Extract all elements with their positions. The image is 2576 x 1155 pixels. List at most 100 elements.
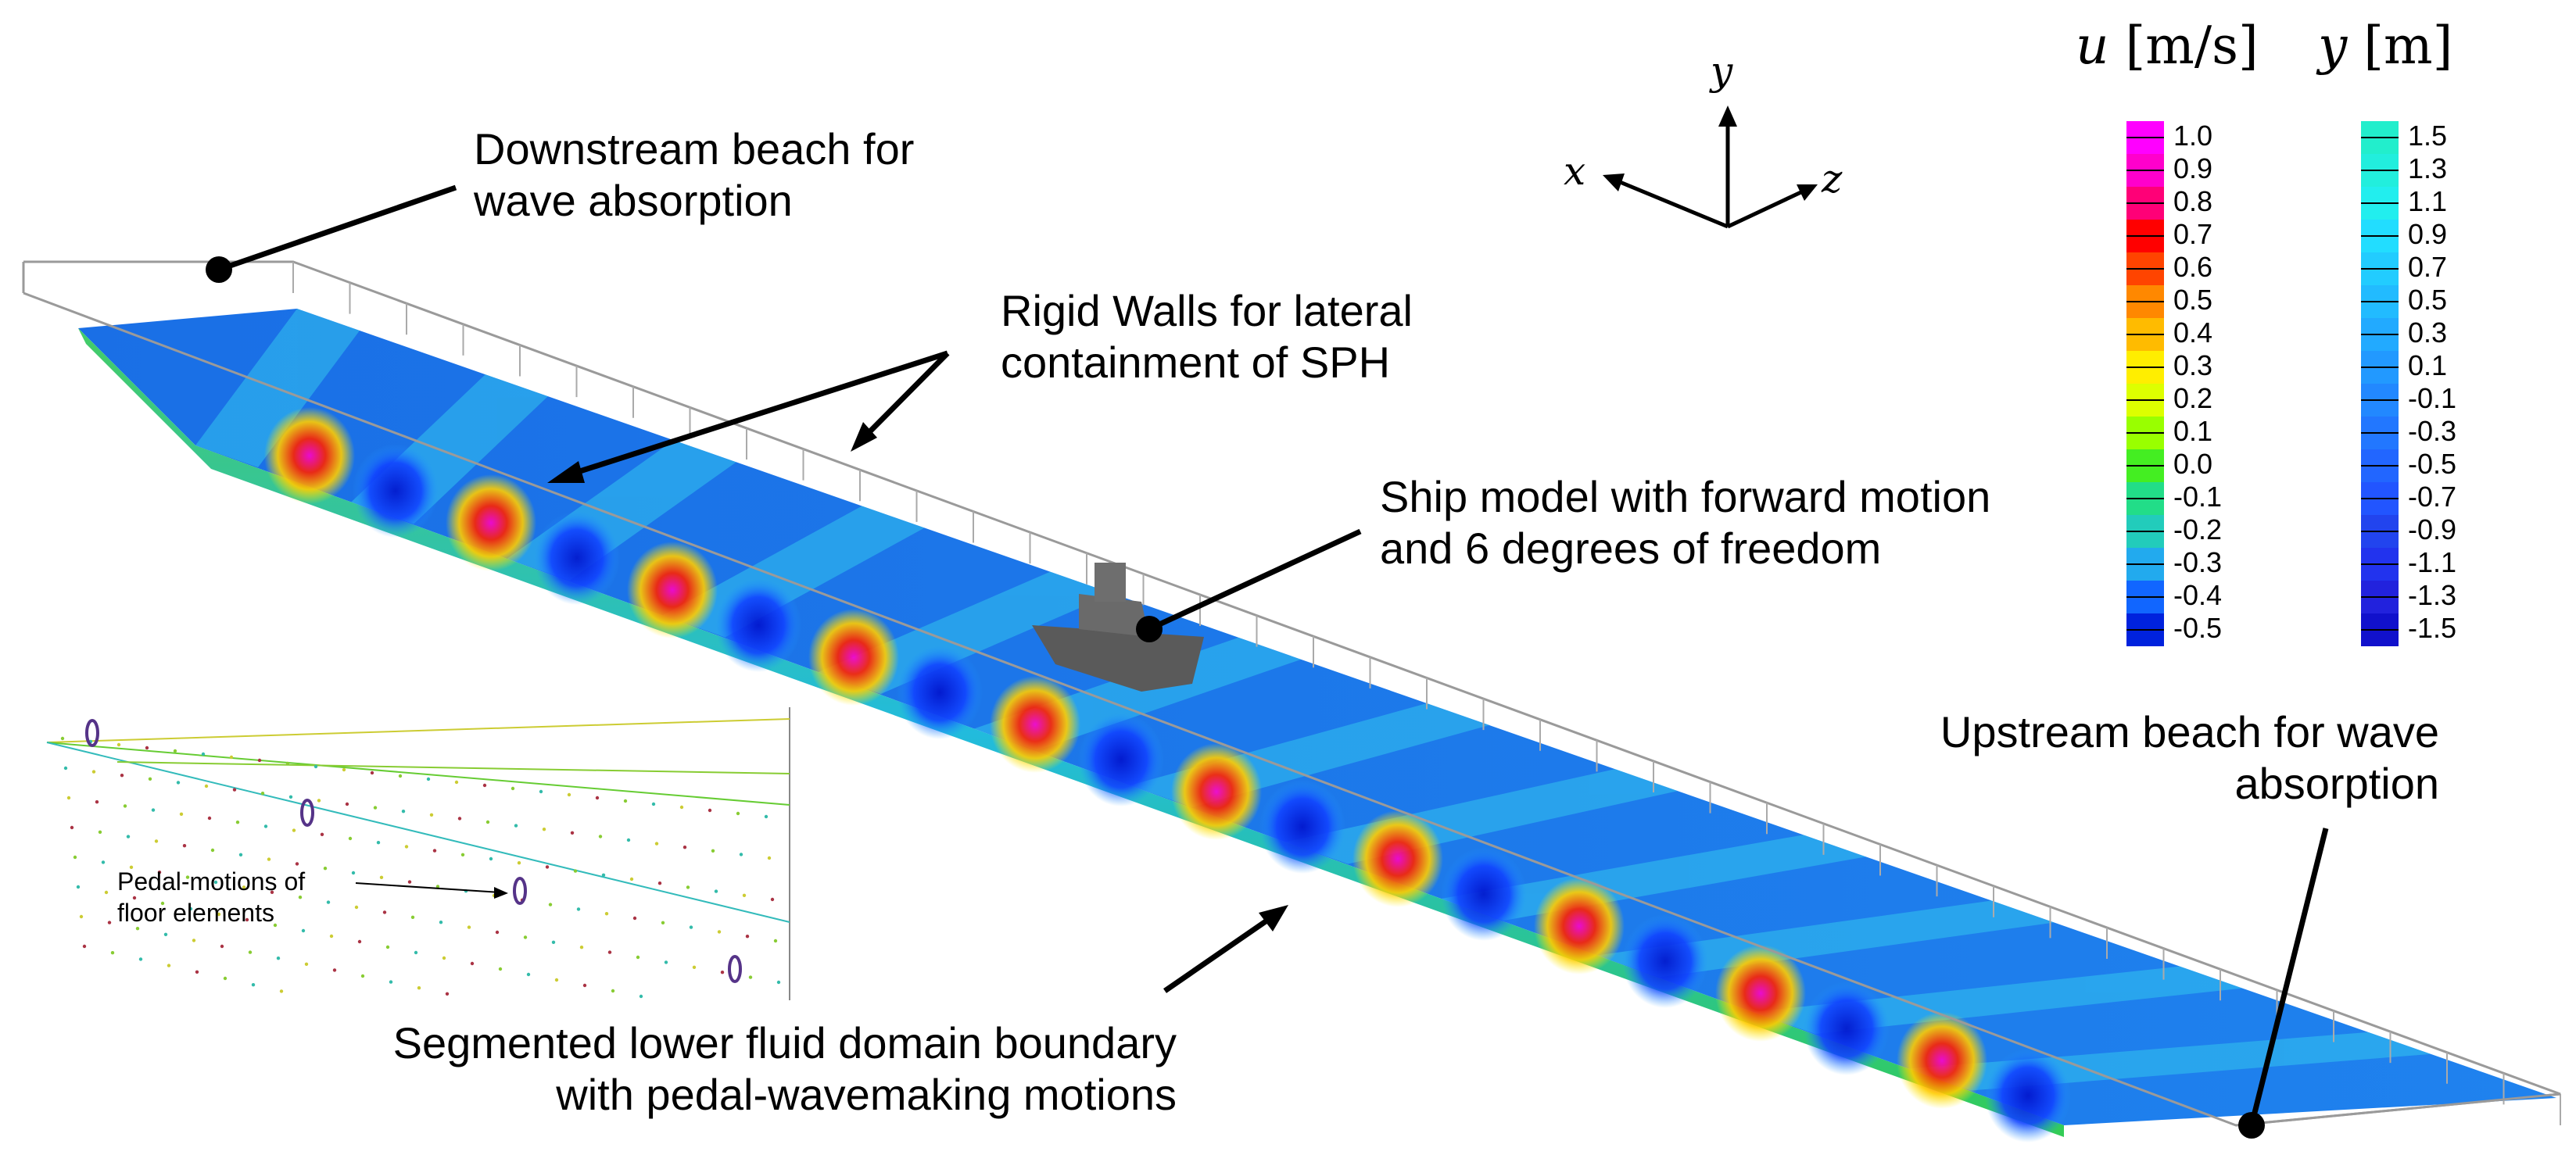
pedal-inset [46, 707, 790, 1000]
inset-particle [567, 792, 571, 797]
legend_velocity-tick-label: -0.1 [2173, 481, 2223, 513]
inset-particle [267, 857, 271, 861]
inset-particle [123, 804, 127, 808]
legend_height-tick-label: 1.5 [2408, 120, 2448, 152]
inset-particle [345, 802, 349, 806]
pedal-element-1 [85, 719, 99, 747]
inset-particle [273, 923, 278, 928]
inset-particle [548, 903, 553, 906]
inset-particle [651, 802, 656, 806]
inset-particle [126, 835, 131, 839]
inset-particle [135, 927, 140, 931]
inset-particle [79, 914, 84, 919]
inset-particle [242, 885, 246, 889]
inset-particle [357, 939, 362, 944]
legend_height-tick-label: -0.9 [2408, 513, 2457, 545]
height-unit: [m] [2363, 16, 2453, 76]
wave-crest-band [1596, 900, 2055, 978]
callout-leaders [206, 184, 2329, 1139]
inset-particle [607, 950, 612, 954]
inset-particle [385, 945, 390, 949]
callout-upstream-beach: Upstream beach for wave absorption [1940, 707, 2439, 808]
inset-particle [63, 766, 68, 771]
inset-particle [292, 828, 296, 832]
inset-particle [398, 774, 403, 778]
inset-particle [82, 944, 87, 949]
velocity-blob-negative [1259, 780, 1345, 874]
inset-particle [167, 964, 171, 967]
inset-particle [129, 865, 134, 870]
legend_velocity-tick-label: 0.8 [2173, 185, 2213, 217]
inset-particle [70, 825, 74, 830]
legend_height-tick-label: 1.3 [2408, 152, 2448, 184]
inset-particle [545, 865, 550, 869]
inset-particle [229, 755, 234, 760]
height-symbol: y [2318, 16, 2348, 76]
velocity-colorbar [2126, 121, 2164, 646]
inset-particle [570, 831, 575, 835]
inset-particle [410, 915, 415, 920]
legend_velocity-tick-label: 0.3 [2173, 349, 2213, 381]
legend_velocity-tick-label: -0.2 [2173, 513, 2223, 545]
inset-particle [301, 928, 306, 933]
inset-particle [373, 806, 378, 810]
velocity-symbol: u [2076, 16, 2109, 76]
inset-particle [407, 880, 412, 884]
inset-particle [426, 777, 431, 781]
inset-particle [257, 758, 262, 763]
callout-downstream-beach: Downstream beach for wave absorption [474, 124, 915, 225]
inset-particle [304, 962, 309, 967]
inset-particle [767, 856, 772, 860]
inset-particle [270, 890, 274, 895]
inset-particle [401, 810, 406, 814]
inset-particle [389, 980, 393, 984]
inset-particle [689, 925, 693, 929]
inset-particle [104, 890, 109, 895]
inset-particle [298, 896, 303, 899]
legend_height-tick-label: -1.5 [2408, 612, 2457, 644]
legend_velocity-tick-label: 0.9 [2173, 152, 2213, 184]
velocity-blob-negative [353, 444, 439, 538]
inset-particle [526, 972, 531, 977]
inset-particle [260, 792, 265, 796]
legend_velocity-tick-label: 0.5 [2173, 284, 2213, 316]
inset-particle [498, 967, 503, 971]
inset-particle [579, 946, 584, 949]
inset-particle [60, 736, 65, 741]
legend_velocity-tick-label: 0.7 [2173, 218, 2213, 250]
inset-particle [623, 799, 628, 803]
inset-particle [210, 848, 215, 853]
legend_height-tick-label: 0.5 [2408, 284, 2448, 316]
inset-particle [720, 971, 725, 974]
legend_height-tick-label: -0.7 [2408, 481, 2457, 513]
inset-particle [539, 789, 543, 794]
velocity-blob-negative [715, 578, 801, 672]
legend_velocity-tick-label: 0.0 [2173, 448, 2213, 480]
legend_velocity-tick-label: 0.6 [2173, 251, 2213, 283]
inset-particle [404, 845, 409, 849]
inset-particles [60, 736, 781, 999]
inset-particle [248, 950, 253, 954]
inset-particle [160, 901, 165, 906]
inset-particle [467, 925, 471, 929]
inset-particle [442, 956, 446, 960]
inset-particle [511, 786, 515, 791]
inset-particle [470, 961, 475, 966]
inset-particle [91, 770, 96, 774]
inset-particle [517, 861, 521, 865]
velocity-blob-negative [534, 511, 620, 605]
inset-particle [551, 940, 556, 945]
inset-particle [120, 774, 124, 778]
inset-particle [132, 896, 137, 900]
inset-particle [370, 771, 374, 775]
inset-particle [654, 842, 659, 846]
inset-particle [251, 983, 256, 987]
inset-particle [454, 780, 459, 785]
inset-particle [95, 799, 99, 804]
pedal-element-4 [728, 955, 742, 983]
inset-particle [445, 992, 450, 996]
rigid-wall-posts [292, 262, 2561, 1125]
callout-segmented-boundary: Segmented lower fluid domain boundary wi… [392, 1018, 1177, 1119]
inset-particle [482, 783, 487, 788]
inset-particle [157, 871, 162, 874]
